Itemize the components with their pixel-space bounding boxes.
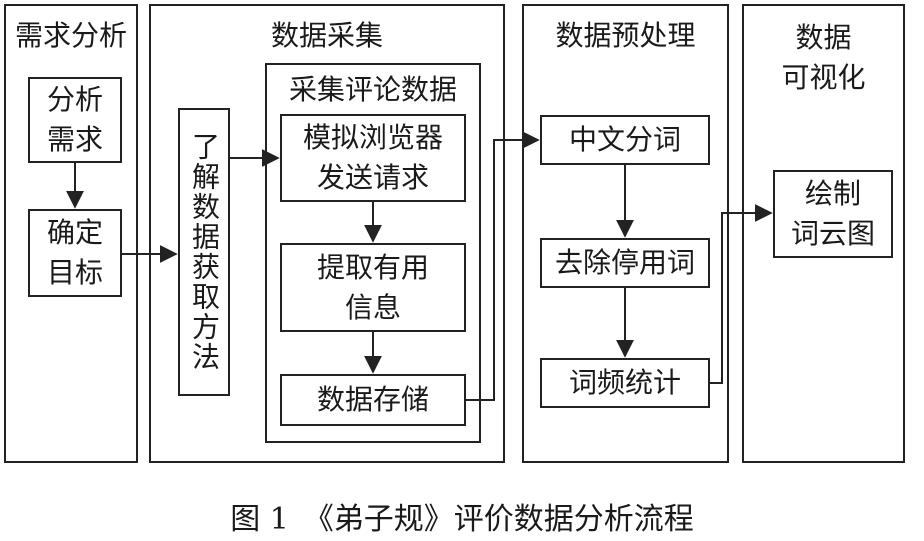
requirement-title: 需求分析 [14,19,127,52]
analyze-requirement-label: 分析 需求 [46,83,103,156]
word-segmentation-label: 中文分词 [568,123,681,156]
word-frequency-label: 词频统计 [568,366,681,399]
extract-info-label: 提取有用 信息 [316,250,429,324]
figure-caption: 图 1 《弟子规》评价数据分析流程 [230,502,694,537]
simulate-browser-box: 模拟浏览器 发送请求 [280,114,466,202]
data-storage-label: 数据存储 [316,383,429,416]
extract-info-box: 提取有用 信息 [280,243,466,332]
remove-stopwords-box: 去除停用词 [540,238,710,288]
collection-title: 数据采集 [270,19,383,52]
word-frequency-box: 词频统计 [540,358,710,408]
word-cloud-label: 绘制 词云图 [790,177,875,250]
arrow-frequency-to-wordcloud [710,204,773,384]
remove-stopwords-label: 去除停用词 [554,246,695,279]
visualize-title: 数据 可视化 [781,21,866,94]
word-cloud-box: 绘制 词云图 [773,170,893,258]
collect-comments-title: 采集评论数据 [288,73,457,106]
arrow-storage-to-segmentation [466,131,540,401]
define-goal-box: 确定 目标 [28,209,122,297]
preprocess-title: 数据预处理 [555,19,696,52]
word-segmentation-box: 中文分词 [540,115,710,165]
define-goal-label: 确定 目标 [46,216,103,289]
simulate-browser-label: 模拟浏览器 发送请求 [302,121,443,194]
analyze-requirement-box: 分析 需求 [28,77,122,163]
data-method-label: 了解数据获取方法 [188,132,221,372]
data-method-box: 了解数据获取方法 [178,108,230,396]
data-storage-box: 数据存储 [280,374,466,426]
